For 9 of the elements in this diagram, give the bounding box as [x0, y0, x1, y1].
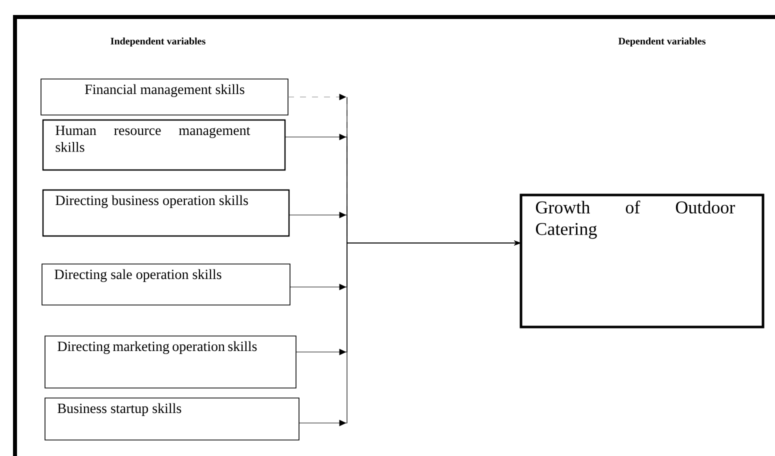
box: Directing business operation skills	[42, 189, 290, 237]
box: Directing sale operation skills	[42, 264, 290, 306]
box: Growth of Outdoor Catering	[520, 194, 764, 328]
box: Financial management skills	[40, 78, 288, 116]
box: Directing marketing operation skills	[44, 336, 296, 388]
heading: Independent variables	[110, 37, 206, 47]
box: Business startup skills	[44, 398, 300, 440]
heading: Dependent variables	[618, 37, 706, 47]
box: Human resource management skills	[42, 119, 286, 171]
